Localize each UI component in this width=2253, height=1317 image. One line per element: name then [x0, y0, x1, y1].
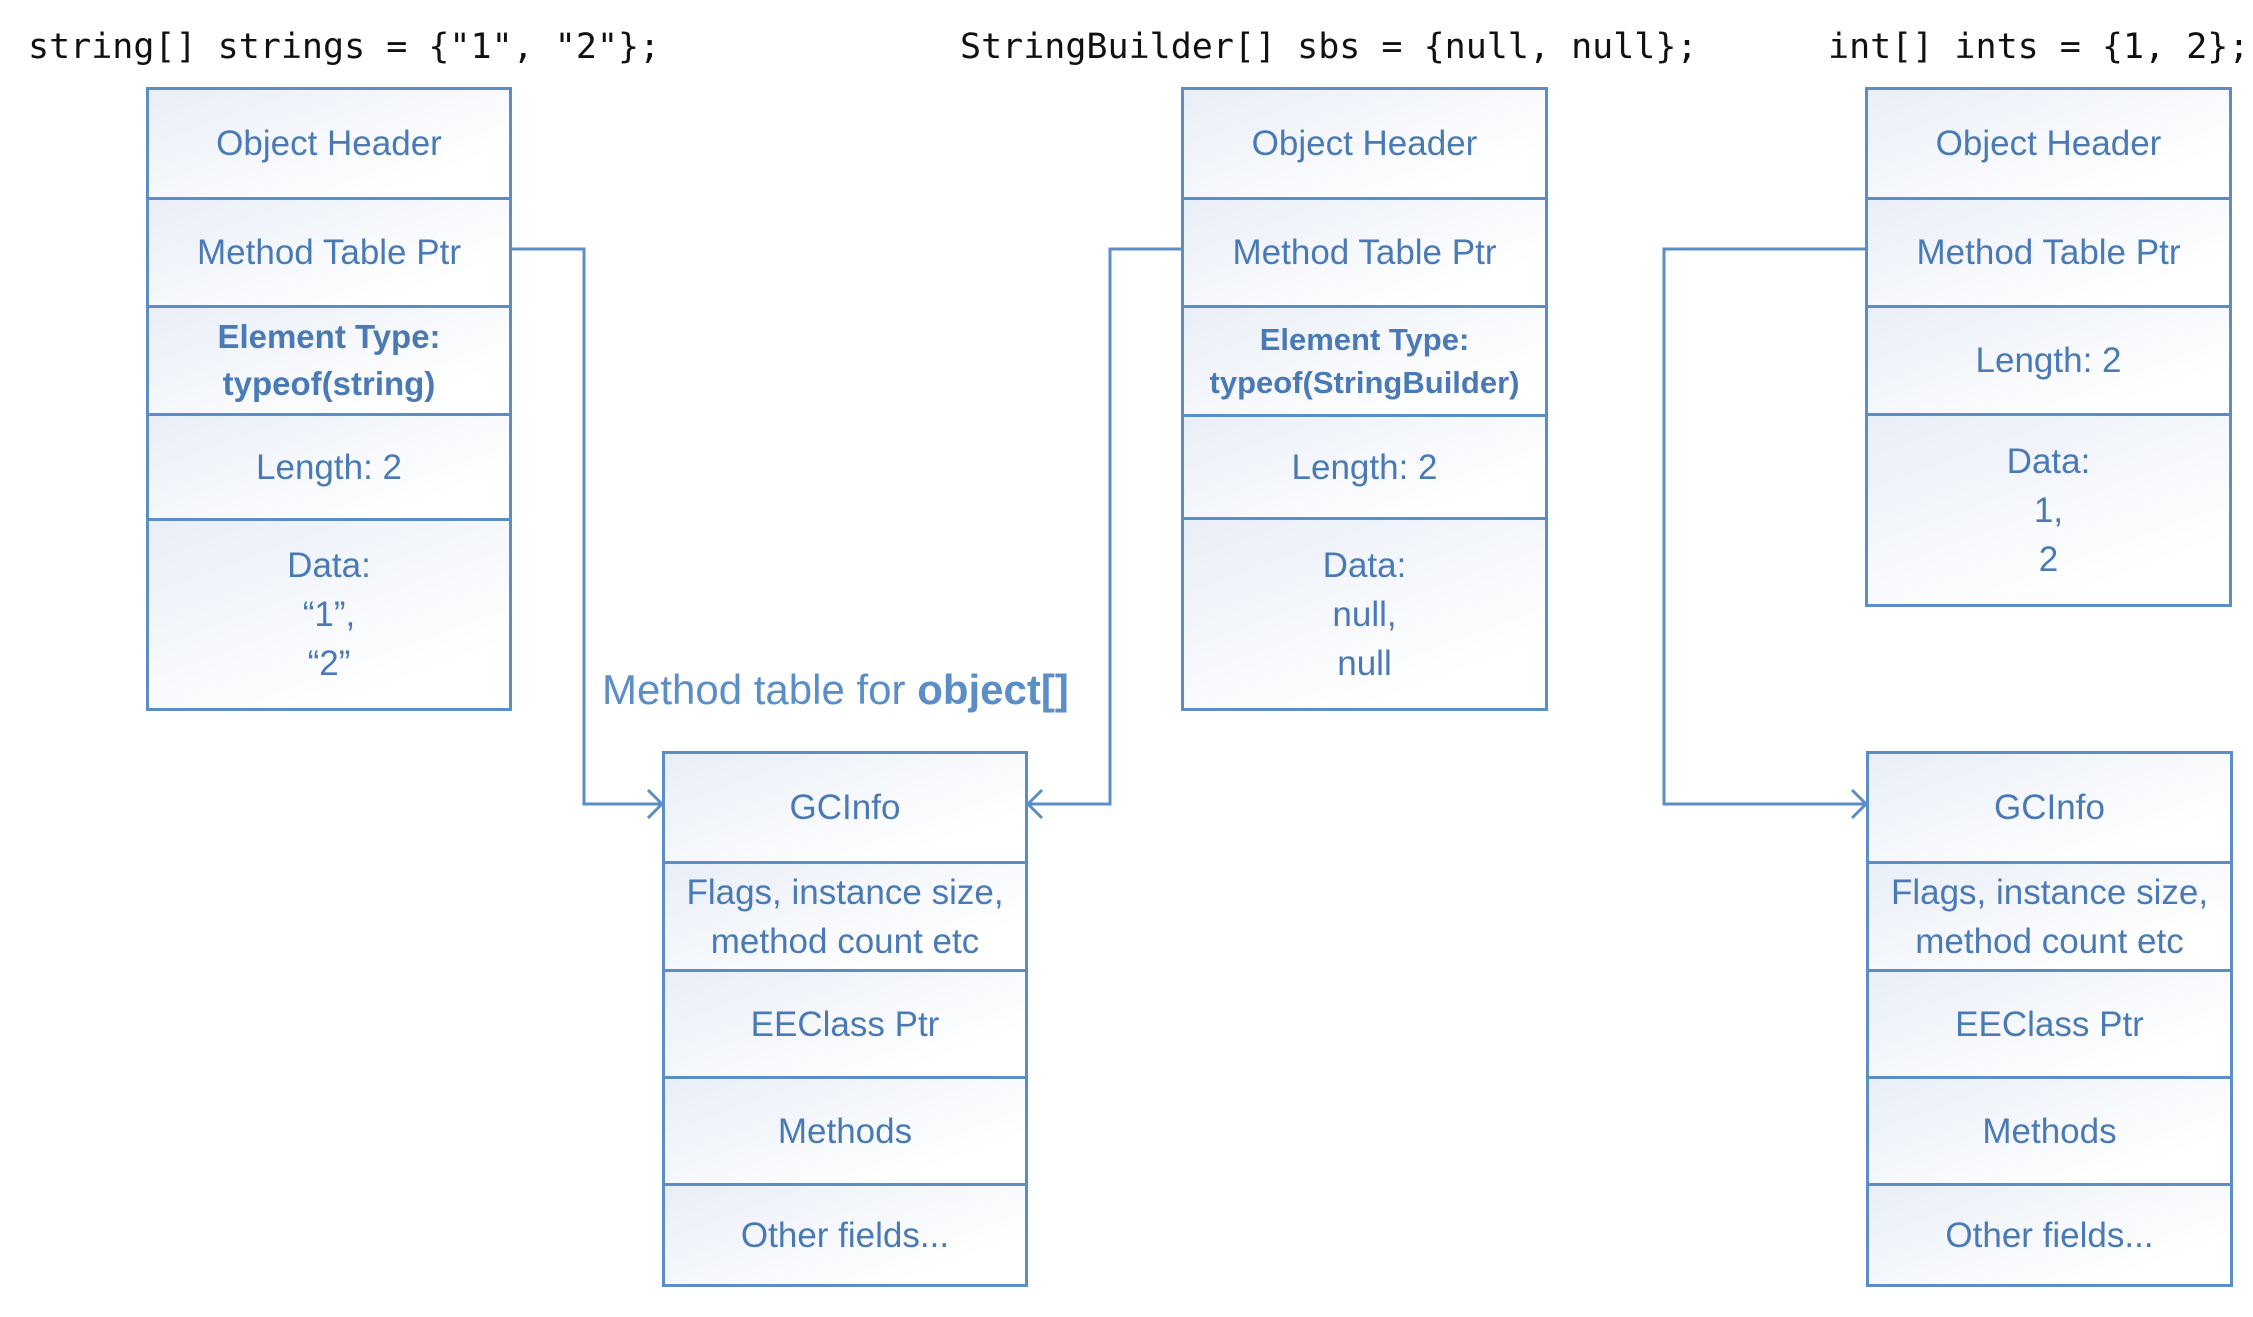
arrowhead-object-mt-right — [1025, 788, 1044, 820]
sbs-array-object: Object Header Method Table Ptr Element T… — [1181, 87, 1548, 711]
object-header-cell: Object Header — [1184, 90, 1545, 197]
data-cell: Data: null, null — [1184, 517, 1545, 708]
code-strings: string[] strings = {"1", "2"}; — [28, 27, 661, 67]
length-cell: Length: 2 — [149, 413, 509, 518]
methods-cell: Methods — [1869, 1076, 2230, 1183]
gcinfo-cell: GCInfo — [665, 754, 1025, 861]
method-table-ptr-cell: Method Table Ptr — [1184, 197, 1545, 305]
arrow-strings-to-object-mt — [512, 247, 662, 806]
gcinfo-cell: GCInfo — [1869, 754, 2230, 861]
code-sbs: StringBuilder[] sbs = {null, null}; — [960, 27, 1698, 67]
element-type-cell: Element Type: typeof(string) — [149, 305, 509, 413]
data-cell: Data: 1, 2 — [1868, 413, 2229, 604]
method-table-ptr-cell: Method Table Ptr — [1868, 197, 2229, 305]
methods-cell: Methods — [665, 1076, 1025, 1183]
arrow-ints-to-int-mt — [1662, 247, 1866, 806]
data-cell: Data: “1”, “2” — [149, 518, 509, 708]
element-type-cell: Element Type: typeof(StringBuilder) — [1184, 305, 1545, 414]
length-cell: Length: 2 — [1184, 414, 1545, 517]
eeclass-ptr-cell: EEClass Ptr — [665, 969, 1025, 1076]
flags-cell: Flags, instance size, method count etc — [1869, 861, 2230, 969]
int-array-method-table: GCInfo Flags, instance size, method coun… — [1866, 751, 2233, 1287]
object-array-method-table: GCInfo Flags, instance size, method coun… — [662, 751, 1028, 1287]
strings-array-object: Object Header Method Table Ptr Element T… — [146, 87, 512, 711]
object-header-cell: Object Header — [1868, 90, 2229, 197]
other-fields-cell: Other fields... — [665, 1183, 1025, 1284]
length-cell: Length: 2 — [1868, 305, 2229, 413]
code-ints: int[] ints = {1, 2}; — [1828, 27, 2250, 67]
other-fields-cell: Other fields... — [1869, 1183, 2230, 1284]
ints-array-object: Object Header Method Table Ptr Length: 2… — [1865, 87, 2232, 607]
eeclass-ptr-cell: EEClass Ptr — [1869, 969, 2230, 1076]
flags-cell: Flags, instance size, method count etc — [665, 861, 1025, 969]
method-table-ptr-cell: Method Table Ptr — [149, 197, 509, 305]
object-header-cell: Object Header — [149, 90, 509, 197]
arrow-sbs-to-object-mt — [1028, 247, 1181, 806]
object-method-table-title: Method table for object[] — [602, 666, 1069, 713]
